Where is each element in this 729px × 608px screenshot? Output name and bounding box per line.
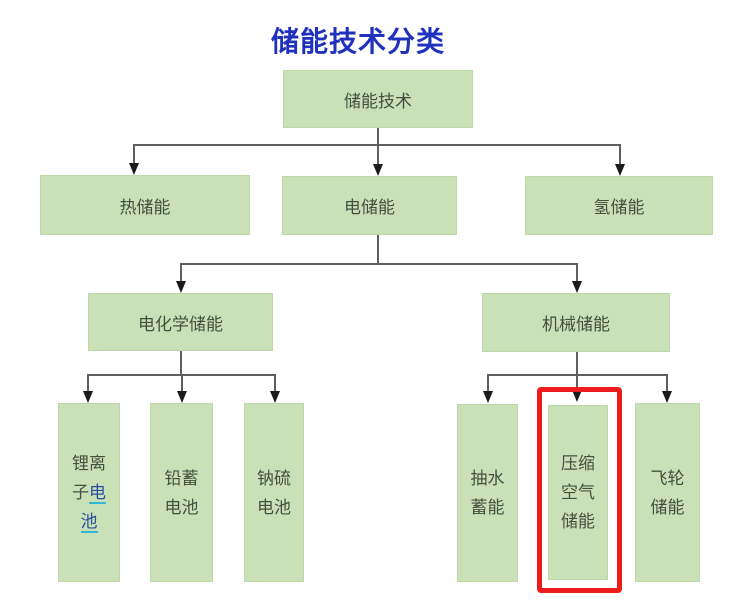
connector-to-hydrogen (619, 145, 621, 166)
connector-level3-rail (180, 263, 578, 265)
node-label: 热储能 (119, 197, 171, 217)
connector-to-sodium-sulfur (274, 375, 276, 393)
arrowhead-compressed-air (572, 390, 582, 402)
node-label: 锂离子电池 (70, 449, 108, 536)
lithium-label-prefix: 锂离子 (72, 454, 106, 502)
connector-to-electrical (377, 145, 379, 166)
node-mechanical-storage: 机械储能 (482, 293, 670, 352)
node-lithium-ion-battery: 锂离子电池 (58, 403, 120, 582)
battery-link[interactable]: 电池 (80, 483, 106, 533)
node-sodium-sulfur-battery: 钠硫电池 (244, 403, 304, 582)
node-label: 压缩空气储能 (561, 454, 595, 531)
arrowhead-sodium-sulfur (270, 391, 280, 403)
connector-electrochemical-stub (180, 351, 182, 376)
arrowhead-electrochemical (176, 281, 186, 293)
node-label: 机械储能 (542, 315, 610, 334)
arrowhead-thermal (129, 163, 139, 175)
connector-root-stub (377, 128, 379, 146)
node-thermal-storage: 热储能 (40, 175, 250, 235)
connector-to-flywheel (666, 375, 668, 393)
node-label: 钠硫电池 (257, 468, 291, 517)
connector-to-lithium (87, 375, 89, 393)
node-electrical-storage: 电储能 (282, 176, 457, 235)
connector-to-lead-acid (181, 375, 183, 393)
arrowhead-electrical (373, 164, 383, 176)
node-label: 电储能 (344, 198, 395, 217)
node-pumped-hydro-storage: 抽水蓄能 (457, 404, 518, 582)
arrowhead-hydrogen (615, 164, 625, 176)
arrowhead-pumped-hydro (483, 391, 493, 403)
diagram-title: 储能技术分类 (270, 26, 445, 57)
node-label: 电化学储能 (138, 314, 223, 334)
node-lead-acid-battery: 铅蓄电池 (150, 403, 213, 582)
node-hydrogen-storage: 氢储能 (525, 176, 713, 235)
node-flywheel-storage: 飞轮储能 (635, 403, 700, 582)
node-label: 抽水蓄能 (470, 469, 505, 517)
node-label: 铅蓄电池 (164, 468, 199, 517)
connector-to-thermal (133, 145, 135, 165)
connector-to-pumped-hydro (487, 375, 489, 393)
connector-to-mechanical (576, 264, 578, 283)
highlight-box (537, 387, 622, 593)
node-label: 氢储能 (593, 198, 645, 217)
connector-mechanical-stub (576, 352, 578, 376)
node-label: 飞轮储能 (650, 468, 685, 517)
node-electrochemical-storage: 电化学储能 (88, 293, 273, 351)
connector-to-compressed-air (576, 375, 578, 391)
arrowhead-flywheel (662, 391, 672, 403)
arrowhead-mechanical (572, 281, 582, 293)
node-energy-storage-technology: 储能技术 (283, 70, 473, 128)
arrowhead-lead-acid (177, 391, 187, 403)
connector-to-electrochemical (180, 264, 182, 283)
arrowhead-lithium (83, 391, 93, 403)
connector-electrical-stub (377, 235, 379, 265)
node-compressed-air-storage: 压缩空气储能 (548, 405, 608, 580)
node-label: 储能技术 (344, 91, 412, 111)
